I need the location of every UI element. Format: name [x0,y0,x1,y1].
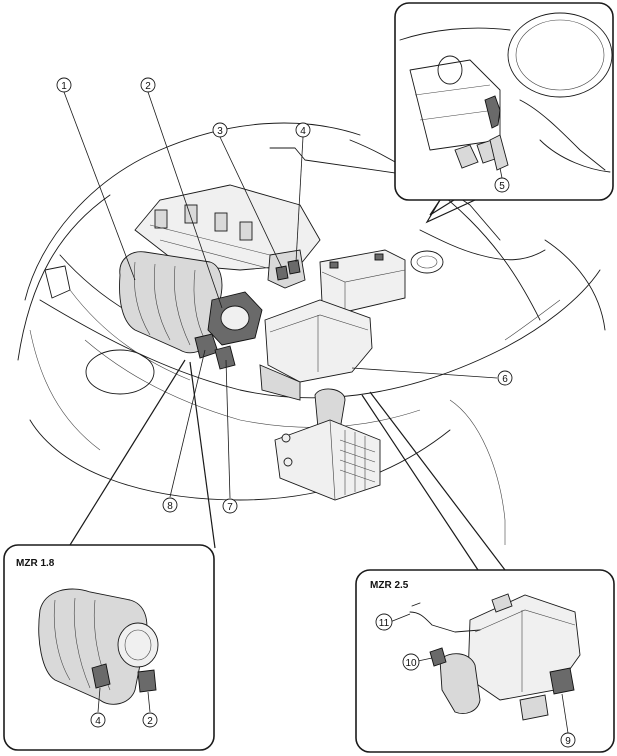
svg-text:5: 5 [499,181,505,192]
callout-4: 4 [295,122,311,138]
mzr18-inset: MZR 1.8 4 2 [3,359,216,751]
pedal-callout-5: 5 [494,177,510,193]
callout-6: 6 [497,370,513,386]
mzr18-title: MZR 1.8 [16,558,55,569]
battery [319,249,406,313]
svg-text:1: 1 [61,81,67,92]
steering-wheel [507,12,613,98]
callout-2: 2 [140,77,156,93]
svg-text:8: 8 [167,501,173,512]
mzr25-title: MZR 2.5 [370,580,409,591]
mzr25-callout-10: 10 [402,653,420,671]
engine-assembly [119,184,406,501]
callout-3: 3 [212,122,228,138]
svg-text:4: 4 [300,126,306,137]
air-cleaner [264,299,373,383]
svg-text:9: 9 [565,736,571,747]
callout-8: 8 [162,497,178,513]
mzr25-inset: MZR 2.5 11 10 9 [355,391,615,753]
svg-text:3: 3 [217,126,223,137]
mzr25-callout-11: 11 [375,613,393,631]
svg-text:2: 2 [147,716,153,727]
fog-lamp-left [85,349,155,395]
pedal-inset: 5 [394,2,614,224]
svg-text:7: 7 [227,502,233,513]
callout-leaders [63,91,498,499]
svg-text:4: 4 [95,716,101,727]
callout-1: 1 [56,77,72,93]
callout-7: 7 [222,498,238,514]
svg-text:11: 11 [379,618,390,629]
svg-text:2: 2 [145,81,151,92]
mzr18-callout-4: 4 [90,712,106,728]
svg-text:10: 10 [405,658,417,669]
svg-text:6: 6 [502,374,508,385]
mzr25-callout-9: 9 [560,732,576,748]
mzr18-callout-2: 2 [142,712,158,728]
